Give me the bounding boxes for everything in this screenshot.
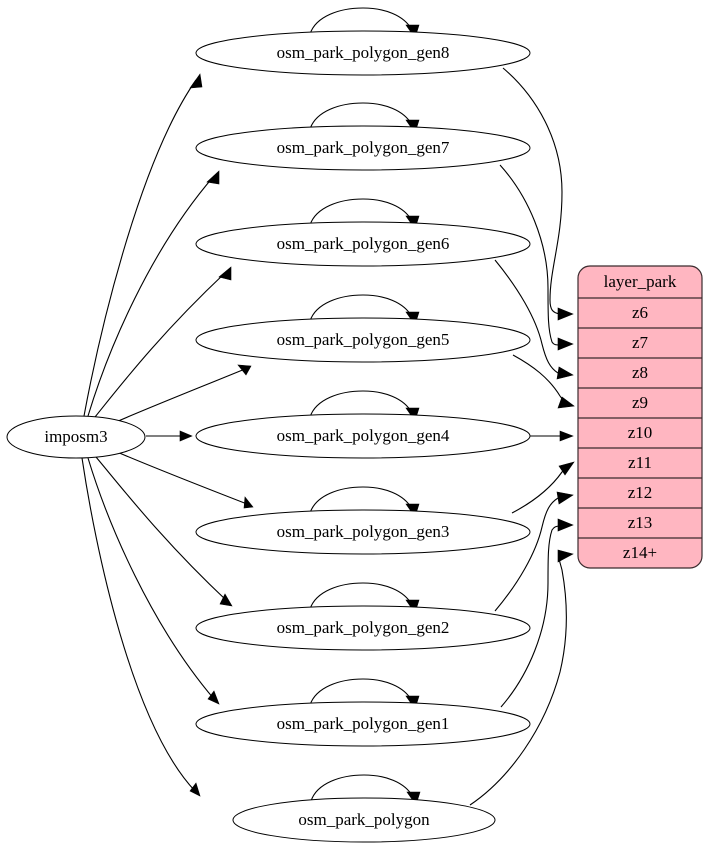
node-label: osm_park_polygon_gen1 <box>277 714 450 733</box>
node-shape[interactable] <box>195 701 531 747</box>
table-title: layer_park <box>604 272 677 291</box>
node-osm_park_polygon_gen3[interactable]: osm_park_polygon_gen3 <box>195 509 531 555</box>
table-row-z12[interactable]: z12 <box>628 483 653 502</box>
edge-imposm3-to-gen8 <box>83 73 203 417</box>
edge-imposm3-to-gen3 <box>116 451 254 509</box>
node-shape[interactable] <box>195 605 531 651</box>
table-row-z10[interactable]: z10 <box>628 423 653 442</box>
node-label: osm_park_polygon_gen3 <box>277 522 450 541</box>
edge-imposm3-to-gen5 <box>115 364 252 423</box>
table-row-z13[interactable]: z13 <box>628 513 653 532</box>
node-shape[interactable] <box>195 30 531 76</box>
edges-to-layer-table <box>469 67 575 806</box>
node-shape[interactable] <box>195 221 531 267</box>
edge-gen1-to-z13 <box>500 518 574 708</box>
edge-imposm3-to-gen6 <box>94 266 232 418</box>
edge-imposm3-to-gen1 <box>87 457 220 705</box>
node-osm_park_polygon_gen1[interactable]: osm_park_polygon_gen1 <box>195 701 531 747</box>
edge-gen3-to-z11 <box>511 461 575 514</box>
table-row-z9[interactable]: z9 <box>632 393 648 412</box>
node-label: osm_park_polygon <box>298 810 430 829</box>
node-shape[interactable] <box>232 797 496 843</box>
edge-gen2-to-z12 <box>494 491 574 612</box>
node-osm_park_polygon[interactable]: osm_park_polygon <box>232 797 496 843</box>
table-row-z7[interactable]: z7 <box>632 333 649 352</box>
table-row-z11[interactable]: z11 <box>628 453 652 472</box>
table-row-z8[interactable]: z8 <box>632 363 648 382</box>
node-label: osm_park_polygon_gen6 <box>277 234 450 253</box>
table-row-z14plus[interactable]: z14+ <box>623 543 657 562</box>
node-imposm3[interactable]: imposm3 <box>6 415 146 459</box>
node-label: osm_park_polygon_gen4 <box>277 426 450 445</box>
edges-from-source <box>81 73 254 797</box>
node-shape[interactable] <box>195 317 531 363</box>
edge-gen4-to-z10 <box>530 430 574 442</box>
table-outline <box>577 265 703 569</box>
edge-imposm3-to-gen7 <box>87 170 220 417</box>
node-osm_park_polygon_gen5[interactable]: osm_park_polygon_gen5 <box>195 317 531 363</box>
table-row-z6[interactable]: z6 <box>632 303 648 322</box>
edge-imposm3-to-gen4 <box>146 430 193 442</box>
edge-osm_park_polygon-to-z14 <box>469 549 574 806</box>
node-label: osm_park_polygon_gen2 <box>277 618 450 637</box>
node-shape[interactable] <box>6 415 146 459</box>
edge-gen7-to-z7 <box>499 164 574 351</box>
node-label: osm_park_polygon_gen7 <box>277 138 450 157</box>
node-osm_park_polygon_gen7[interactable]: osm_park_polygon_gen7 <box>195 125 531 171</box>
node-label: imposm3 <box>44 427 107 446</box>
edge-gen5-to-z9 <box>512 354 575 409</box>
node-shape[interactable] <box>195 125 531 171</box>
node-label: osm_park_polygon_gen8 <box>277 43 450 62</box>
node-osm_park_polygon_gen6[interactable]: osm_park_polygon_gen6 <box>195 221 531 267</box>
node-shape[interactable] <box>195 509 531 555</box>
edge-gen8-to-z6 <box>502 67 574 321</box>
node-osm_park_polygon_gen8[interactable]: osm_park_polygon_gen8 <box>195 30 531 76</box>
edge-imposm3-to-gen2 <box>95 456 233 607</box>
layer-park-table[interactable]: layer_park z6 z7 z8 z9 z10 z11 z12 z13 z… <box>577 265 703 569</box>
node-shape[interactable] <box>195 413 531 459</box>
node-label: osm_park_polygon_gen5 <box>277 330 450 349</box>
node-osm_park_polygon_gen2[interactable]: osm_park_polygon_gen2 <box>195 605 531 651</box>
node-osm_park_polygon_gen4[interactable]: osm_park_polygon_gen4 <box>195 413 531 459</box>
edge-gen6-to-z8 <box>494 259 574 380</box>
edge-imposm3-to-osm_park_polygon <box>81 457 201 797</box>
